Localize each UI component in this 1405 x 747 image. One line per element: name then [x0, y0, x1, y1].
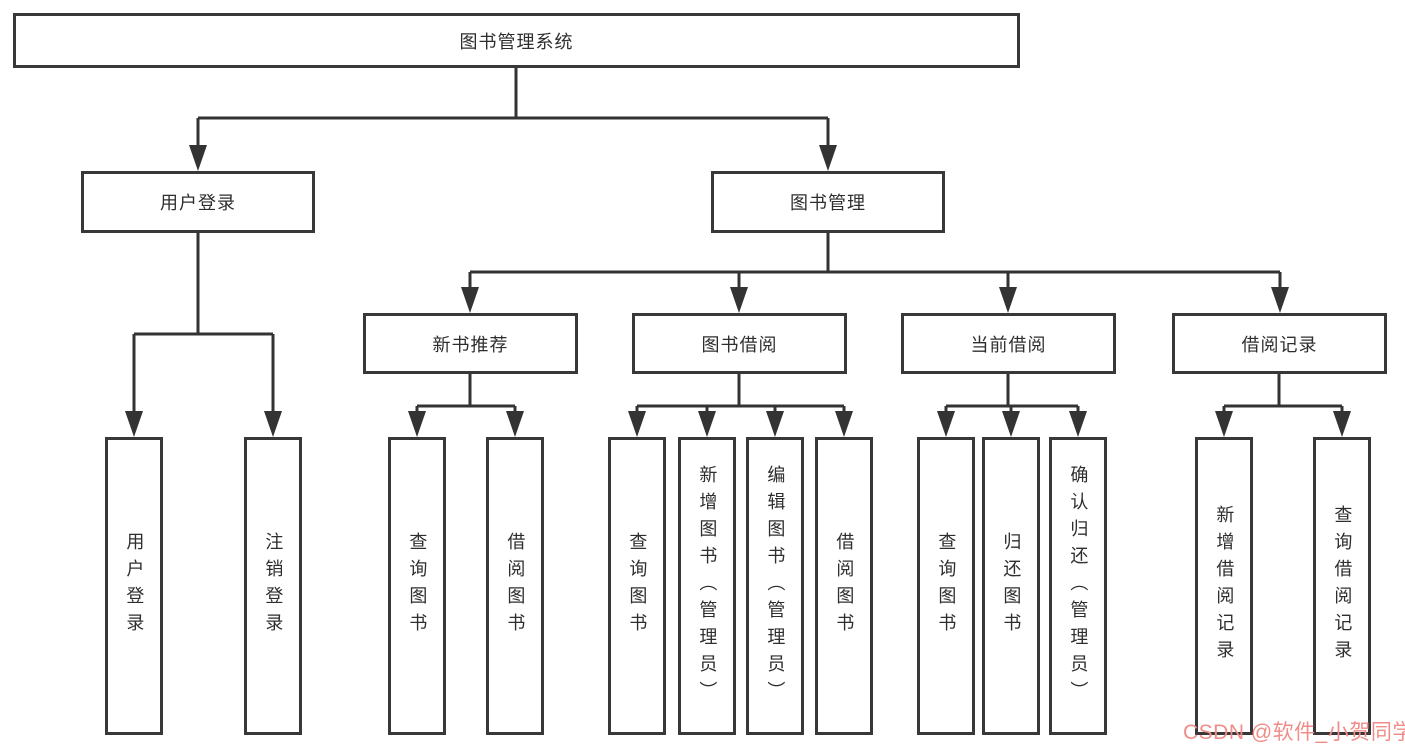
leaf-label: 查询图书	[936, 532, 957, 640]
leaf-label: 确认归还（管理员）	[1068, 464, 1089, 708]
arrowhead	[999, 287, 1017, 313]
node-new-book-recommend: 新书推荐	[363, 313, 578, 374]
leaf-label: 新增图书（管理员）	[697, 464, 718, 708]
arrowhead	[1333, 411, 1351, 437]
leaf-return-book: 归还图书	[982, 437, 1040, 735]
leaf-label: 编辑图书（管理员）	[765, 464, 786, 708]
arrowheads	[125, 145, 1351, 437]
arrowhead	[189, 145, 207, 171]
leaf-borrow-books: 借阅图书	[815, 437, 873, 735]
watermark: CSDN @软件_小贺同学	[1183, 721, 1405, 744]
arrowhead	[408, 411, 426, 437]
node-borrow-records: 借阅记录	[1172, 313, 1387, 374]
arrowhead	[835, 411, 853, 437]
arrowhead	[766, 411, 784, 437]
leaf-label: 查询借阅记录	[1332, 505, 1353, 667]
node-book-borrow: 图书借阅	[632, 313, 847, 374]
arrowhead	[125, 411, 143, 437]
leaf-edit-book-admin: 编辑图书（管理员）	[746, 437, 804, 735]
leaf-query-books-current: 查询图书	[917, 437, 975, 735]
leaf-user-login: 用户登录	[105, 437, 163, 735]
arrowhead	[937, 411, 955, 437]
leaf-label: 新增借阅记录	[1214, 505, 1235, 667]
arrowhead	[1069, 411, 1087, 437]
leaf-query-books-recommend: 查询图书	[388, 437, 446, 735]
leaf-label: 借阅图书	[505, 532, 526, 640]
leaf-add-borrow-record: 新增借阅记录	[1195, 437, 1253, 735]
leaf-label: 查询图书	[627, 532, 648, 640]
arrowhead	[1215, 411, 1233, 437]
arrowhead	[461, 287, 479, 313]
leaf-logout: 注销登录	[244, 437, 302, 735]
arrowhead	[819, 145, 837, 171]
leaf-label: 用户登录	[124, 532, 145, 640]
node-root: 图书管理系统	[13, 13, 1020, 68]
arrowhead	[1271, 287, 1289, 313]
leaf-label: 借阅图书	[834, 532, 855, 640]
node-current-borrow: 当前借阅	[901, 313, 1116, 374]
leaf-label: 注销登录	[263, 532, 284, 640]
node-user-login: 用户登录	[81, 171, 315, 233]
leaf-query-books-borrow: 查询图书	[608, 437, 666, 735]
arrowhead	[1002, 411, 1020, 437]
arrowhead	[264, 411, 282, 437]
arrowhead	[698, 411, 716, 437]
leaf-label: 查询图书	[407, 532, 428, 640]
leaf-borrow-books-recommend: 借阅图书	[486, 437, 544, 735]
arrowhead	[506, 411, 524, 437]
leaf-confirm-return-admin: 确认归还（管理员）	[1049, 437, 1107, 735]
leaf-add-book-admin: 新增图书（管理员）	[678, 437, 736, 735]
leaf-label: 归还图书	[1001, 532, 1022, 640]
node-book-management: 图书管理	[711, 171, 945, 233]
arrowhead	[730, 287, 748, 313]
leaf-query-borrow-record: 查询借阅记录	[1313, 437, 1371, 735]
arrowhead	[628, 411, 646, 437]
